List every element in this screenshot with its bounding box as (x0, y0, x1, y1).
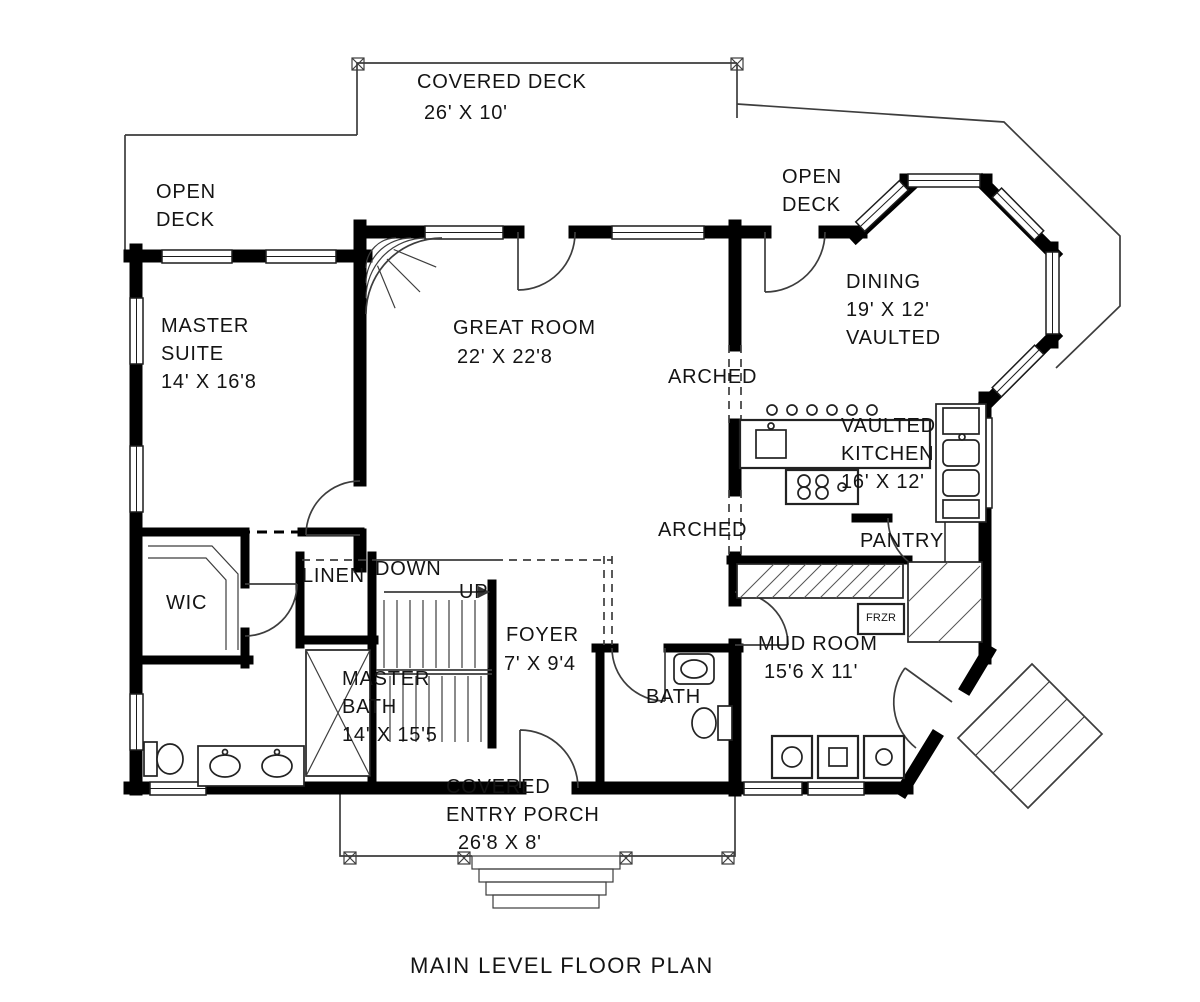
label-kitchen-2: KITCHEN (841, 443, 935, 465)
label-down: DOWN (375, 558, 442, 580)
label-entry-porch-1: COVERED (446, 776, 551, 798)
kitchen-counter-sink (935, 403, 987, 523)
pantry-cabinets (907, 561, 983, 643)
label-dining: DINING (846, 271, 921, 293)
label-foyer-dims: 7' X 9'4 (504, 653, 576, 675)
shower-xbox (305, 649, 371, 777)
label-covered-deck-dims: 26' X 10' (424, 102, 508, 124)
label-dining-note: VAULTED (846, 327, 941, 349)
doors (244, 231, 953, 789)
label-master-suite-2: SUITE (161, 343, 224, 365)
bath-fixtures (673, 653, 733, 741)
label-kitchen-dims: 16' X 12' (841, 471, 925, 493)
freezer-box (856, 602, 906, 636)
wic-shelves (148, 545, 239, 650)
rear-steps (956, 662, 1104, 810)
label-open-deck-right-1: OPEN (782, 166, 842, 188)
plan-title: MAIN LEVEL FLOOR PLAN (410, 953, 714, 978)
label-entry-porch-2: ENTRY PORCH (446, 804, 600, 826)
label-great-room-dims: 22' X 22'8 (457, 346, 553, 368)
curved-stair (365, 237, 443, 315)
label-pantry: PANTRY (860, 530, 945, 552)
laundry-appliances (770, 734, 906, 780)
label-master-bath-2: BATH (342, 696, 398, 718)
label-open-deck-left-1: OPEN (156, 181, 216, 203)
deck-posts (343, 57, 744, 865)
interior-walls (131, 513, 990, 793)
label-up: UP (459, 581, 489, 603)
label-covered-deck: COVERED DECK (417, 71, 587, 93)
stairs (376, 586, 492, 742)
label-entry-porch-dims: 26'8 X 8' (458, 832, 542, 854)
dashed-openings (302, 345, 742, 645)
label-great-room: GREAT ROOM (453, 317, 596, 339)
label-arched-lower: ARCHED (658, 519, 748, 541)
label-master-suite-1: MASTER (161, 315, 250, 337)
label-frzr: FRZR (866, 612, 897, 624)
label-foyer: FOYER (506, 624, 579, 646)
label-mud-room: MUD ROOM (758, 633, 878, 655)
label-master-bath-dims: 14' X 15'5 (342, 724, 438, 746)
label-open-deck-left-2: DECK (156, 209, 215, 231)
label-arched-upper: ARCHED (668, 366, 758, 388)
label-wic: WIC (166, 592, 208, 614)
windows (129, 173, 1060, 796)
mud-counter (736, 563, 904, 599)
label-mud-room-dims: 15'6 X 11' (764, 661, 859, 683)
label-open-deck-right-2: DECK (782, 194, 841, 216)
bar-stools (766, 404, 878, 416)
master-bath-fixtures (143, 741, 305, 787)
deck-outlines (124, 57, 1121, 909)
label-dining-dims: 19' X 12' (846, 299, 930, 321)
label-master-bath-1: MASTER (342, 668, 431, 690)
porch-steps (471, 855, 621, 909)
label-linen: LINEN (302, 565, 365, 587)
label-master-suite-dims: 14' X 16'8 (161, 371, 257, 393)
label-kitchen-1: VAULTED (841, 415, 936, 437)
kitchen-island (738, 418, 932, 506)
label-bath: BATH (646, 686, 702, 708)
